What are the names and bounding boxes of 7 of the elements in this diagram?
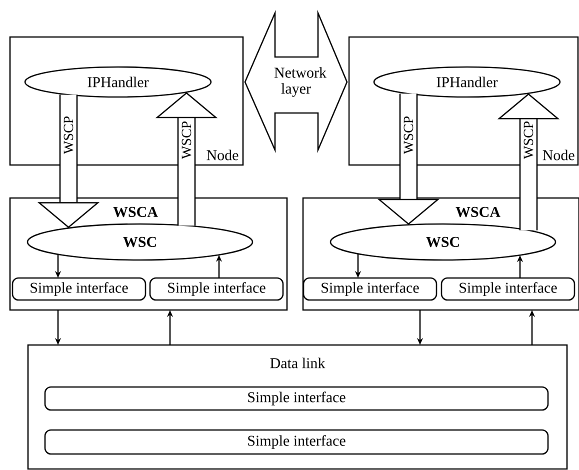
interface-box: Simple interface: [149, 277, 284, 301]
interface-box: Simple interface: [440, 277, 576, 301]
ellipse-node: IPHandler: [373, 66, 561, 98]
interface-box: Simple interface: [44, 386, 549, 411]
interface-box: Simple interface: [302, 277, 438, 301]
interface-box: Simple interface: [44, 429, 549, 455]
interface-box: Simple interface: [12, 277, 146, 301]
